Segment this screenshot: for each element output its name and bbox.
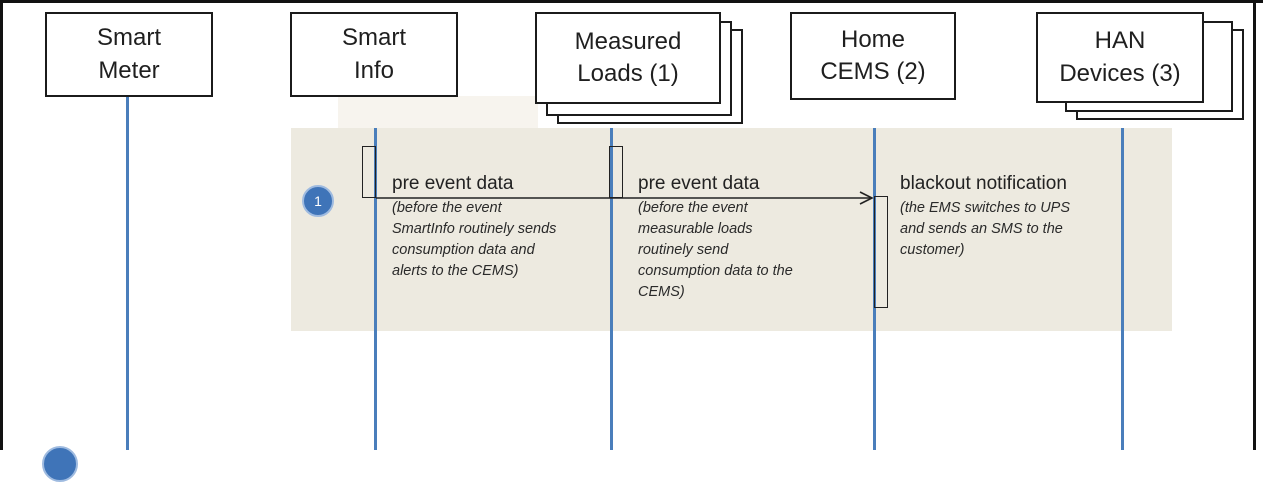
message-1-note: (before the event SmartInfo routinely se… <box>392 200 557 279</box>
message-3-note: (the EMS switches to UPS and sends an SM… <box>900 200 1071 258</box>
lifeline-smart-info <box>374 128 377 450</box>
participant-smart-info: Smart Info <box>290 12 458 97</box>
next-step-badge <box>42 446 78 482</box>
activation-smart-info <box>362 146 376 198</box>
lifeline-smart-meter <box>126 96 129 450</box>
step-1-badge: 1 <box>302 185 334 217</box>
frame-left-border <box>0 0 3 450</box>
step-band-header <box>338 96 538 128</box>
message-1-title: pre event data <box>392 173 514 194</box>
activation-home-cems <box>874 196 888 308</box>
participant-home-cems: Home CEMS (2) <box>790 12 956 100</box>
lifeline-han-devices <box>1121 128 1124 450</box>
frame-right-border <box>1253 0 1256 450</box>
message-2-note: (before the event measurable loads routi… <box>638 200 793 300</box>
arrow-head <box>859 191 874 205</box>
message-arrows <box>376 191 874 205</box>
message-2-title: pre event data <box>638 173 760 194</box>
step-1-band <box>291 128 1172 331</box>
lifeline-measured-loads <box>610 128 613 450</box>
participant-smart-meter: Smart Meter <box>45 12 213 97</box>
message-3-title: blackout notification <box>900 173 1067 194</box>
participant-measured-loads: Measured Loads (1) <box>535 12 721 104</box>
participant-han-devices: HAN Devices (3) <box>1036 12 1204 103</box>
frame-top-border <box>0 0 1263 3</box>
